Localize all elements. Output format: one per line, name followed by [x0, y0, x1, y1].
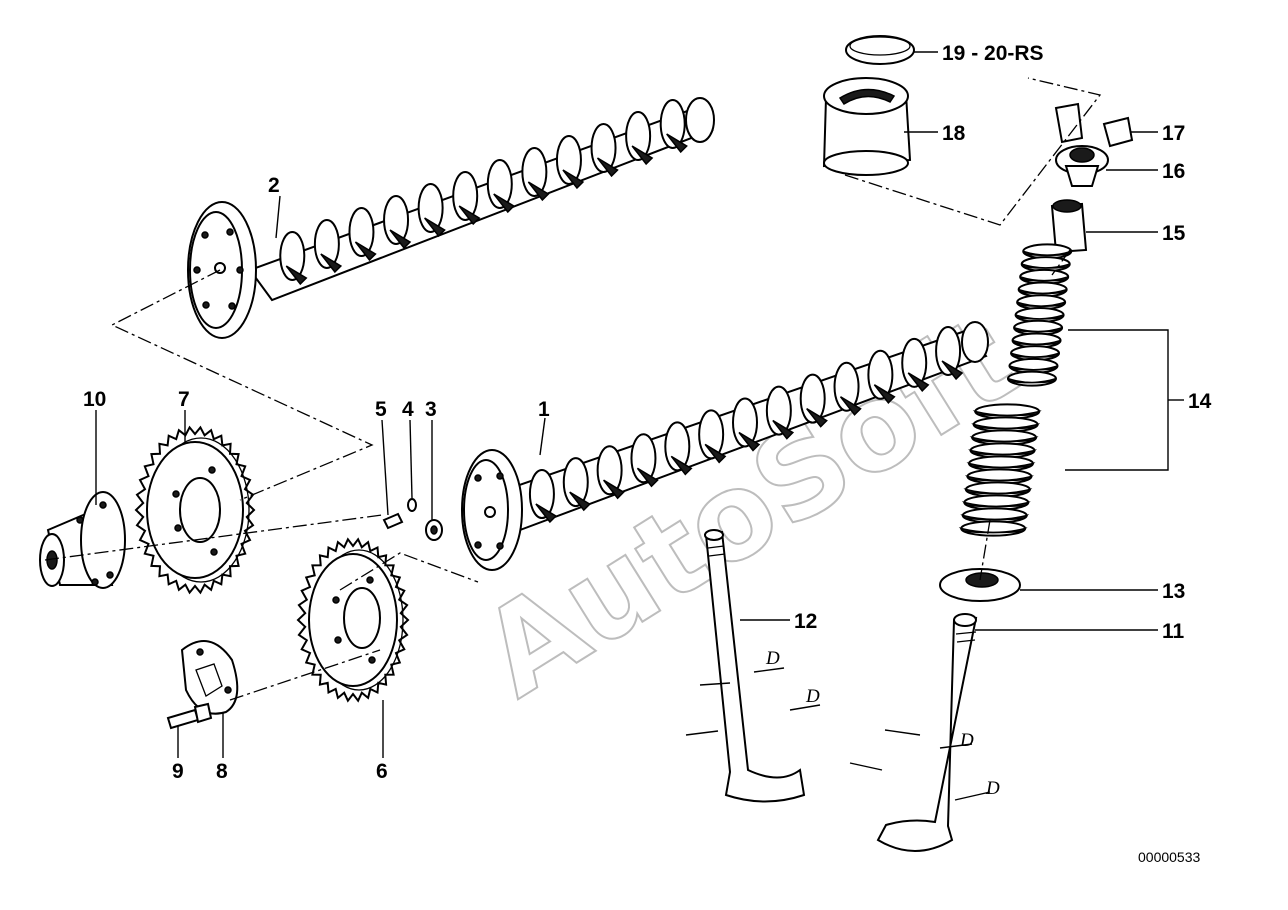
valve-stem-seal-part: [1050, 199, 1088, 254]
callout-6: 6: [376, 760, 388, 783]
valve-keeper-part: [1054, 102, 1134, 148]
callout-15: 15: [1162, 222, 1186, 245]
spring-seat-part: [939, 568, 1021, 602]
hub-flange-part: [39, 491, 126, 589]
sprocket-lower-part: [296, 537, 410, 703]
lock-plate-part: [180, 640, 239, 715]
callout-2: 2: [268, 174, 280, 197]
callout-17: 17: [1162, 122, 1185, 145]
callout-4: 4: [402, 398, 414, 421]
callout-13: 13: [1162, 580, 1185, 603]
callout-18: 18: [942, 122, 966, 145]
shim-cap-part: [845, 35, 915, 65]
camshaft-lower-part: [461, 321, 989, 571]
pin-part: [382, 512, 404, 530]
callout-8: 8: [216, 760, 228, 783]
callout-5: 5: [375, 398, 387, 421]
seal-ring-part: [425, 519, 443, 541]
document-number: 00000533: [1138, 849, 1201, 865]
intake-valve-part: [704, 529, 806, 803]
callout-1: 1: [538, 398, 550, 421]
callout-14: 14: [1188, 390, 1212, 413]
assembly-lines: [44, 77, 1102, 701]
bucket-tappet-part: [822, 77, 912, 176]
leader-lines: [95, 51, 1184, 801]
callout-9: 9: [172, 760, 184, 783]
callout-16: 16: [1162, 160, 1185, 183]
dimension-label: D: [765, 648, 780, 669]
callout-12: 12: [794, 610, 817, 633]
callout-11: 11: [1162, 620, 1185, 643]
callout-19-20: 19 - 20-RS: [942, 42, 1044, 65]
dimension-label: D: [959, 730, 974, 751]
valve-spring-inner-part: [958, 403, 1042, 537]
o-ring-part: [407, 498, 417, 512]
exhaust-valve-part: [876, 613, 978, 852]
sprocket-upper-part: [134, 425, 256, 595]
bolt-part: [166, 702, 213, 730]
dimension-label: D: [805, 686, 820, 707]
callout-10: 10: [83, 388, 106, 411]
dimension-label: D: [985, 778, 1000, 799]
valve-spring-outer-part: [1006, 243, 1073, 387]
callout-3: 3: [425, 398, 437, 421]
callout-7: 7: [178, 388, 190, 411]
spring-retainer-part: [1055, 145, 1109, 187]
camshaft-upper-part: [187, 97, 715, 339]
